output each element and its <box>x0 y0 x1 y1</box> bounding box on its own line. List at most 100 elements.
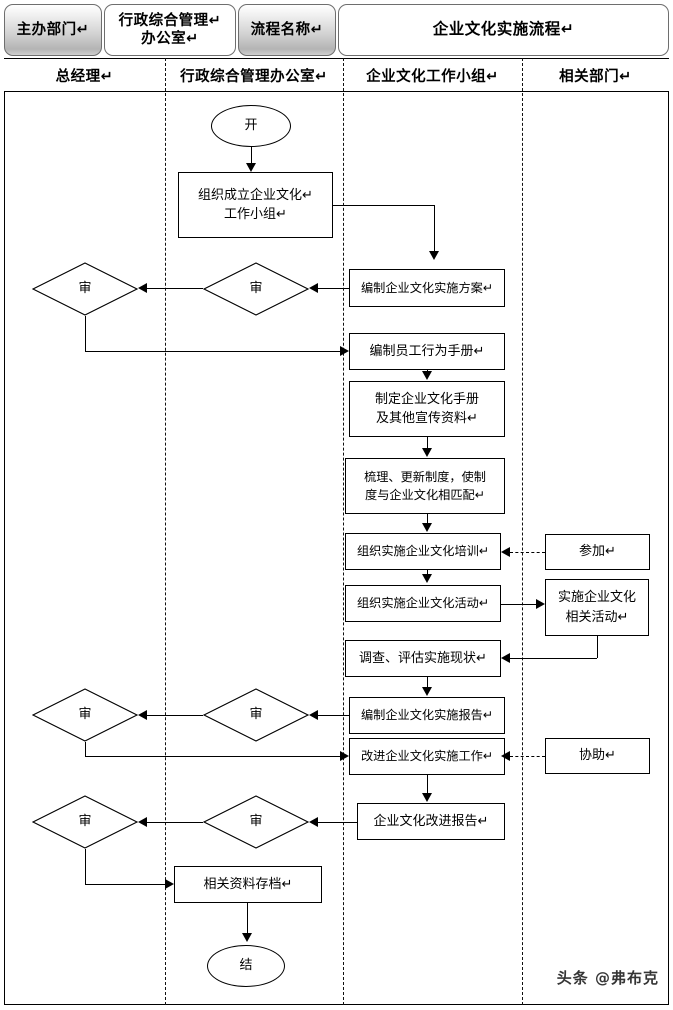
node-improvement-report[interactable]: 企业文化改进报告↵ <box>357 803 505 840</box>
connector-setup-to-plan-h <box>333 205 434 206</box>
arrowhead-left <box>309 283 318 293</box>
connector-office3-to-gm3 <box>147 822 203 823</box>
watermark: 头条 @弗布克 <box>557 967 659 988</box>
diamond-shape-icon <box>203 795 309 849</box>
tab-sponsor-department[interactable]: 主办部门↵ <box>4 4 102 56</box>
connector-gm3-down <box>85 849 86 884</box>
tab-office-line1: 行政综合管理↵ <box>118 12 222 29</box>
arrowhead-down <box>422 523 432 532</box>
node-draft-implementation-plan[interactable]: 编制企业文化实施方案↵ <box>349 269 505 307</box>
connector-plan-to-review-office-1 <box>318 288 349 289</box>
node-review-gm-3[interactable]: 审 <box>32 795 138 849</box>
connector-gm2-down <box>85 742 86 756</box>
node-survey-evaluate[interactable]: 调查、评估实施现状↵ <box>345 640 501 677</box>
node-setup-culture-team-label: 组织成立企业文化↵ 工作小组↵ <box>198 186 313 225</box>
node-culture-training-label: 组织实施企业文化培训↵ <box>356 544 490 559</box>
node-review-office-3-label: 审 <box>249 814 263 830</box>
node-improve-implementation[interactable]: 改进企业文化实施工作↵ <box>349 738 505 775</box>
swimlane-header-admin-office: 行政综合管理办公室↵ <box>165 59 343 92</box>
node-employee-behavior-manual[interactable]: 编制员工行为手册↵ <box>349 333 505 370</box>
node-culture-manual[interactable]: 制定企业文化手册 及其他宣传资料↵ <box>349 381 505 437</box>
arrowhead-right <box>340 751 349 761</box>
node-review-gm-2[interactable]: 审 <box>32 688 138 742</box>
swimlane-divider-3 <box>522 58 523 1005</box>
diamond-shape-icon <box>203 688 309 742</box>
connector-office2-to-gm2 <box>147 715 203 716</box>
arrowhead-down <box>422 574 432 583</box>
node-related-activities-label: 实施企业文化 相关活动↵ <box>558 588 636 627</box>
connector-gm3-to-archive <box>85 884 165 885</box>
node-implementation-report[interactable]: 编制企业文化实施报告↵ <box>349 697 505 734</box>
node-archive-materials[interactable]: 相关资料存档↵ <box>174 866 322 903</box>
setup-team-line1: 组织成立企业文化↵ <box>198 187 313 203</box>
node-update-systems[interactable]: 梳理、更新制度，使制 度与企业文化相匹配↵ <box>345 458 505 514</box>
node-review-gm-1[interactable]: 审 <box>32 262 138 316</box>
tab-process-name[interactable]: 流程名称↵ <box>238 4 336 56</box>
arrowhead-down <box>422 687 432 696</box>
node-culture-activities-label: 组织实施企业文化活动↵ <box>356 596 490 611</box>
arrowhead-down <box>242 933 252 942</box>
arrowhead-left <box>501 547 510 557</box>
node-culture-manual-label: 制定企业文化手册 及其他宣传资料↵ <box>375 390 479 429</box>
tab-office-value[interactable]: 行政综合管理↵ 办公室↵ <box>104 4 236 56</box>
connector-improve-to-impreport <box>427 775 428 793</box>
swimlane-label-2: 企业文化工作小组↵ <box>366 69 499 85</box>
node-review-office-3[interactable]: 审 <box>203 795 309 849</box>
connector-impreport-to-office3 <box>318 822 357 823</box>
arrowhead-down <box>429 251 439 260</box>
update-systems-line2: 度与企业文化相匹配↵ <box>365 488 485 502</box>
diamond-shape-icon <box>203 262 309 316</box>
connector-related-down <box>597 636 598 658</box>
arrowhead-left <box>138 710 147 720</box>
node-start-label: 开 <box>244 118 258 134</box>
node-setup-culture-team[interactable]: 组织成立企业文化↵ 工作小组↵ <box>178 172 333 238</box>
arrowhead-down <box>422 371 432 380</box>
node-review-gm-2-label: 审 <box>78 707 92 723</box>
tab-office-value-label: 行政综合管理↵ 办公室↵ <box>119 12 222 48</box>
arrowhead-down <box>422 793 432 802</box>
process-title-text: 企业文化实施流程↵ <box>432 20 575 39</box>
connector-activities-to-related <box>501 604 536 605</box>
node-review-office-1-label: 审 <box>249 281 263 297</box>
node-archive-materials-label: 相关资料存档↵ <box>203 876 293 892</box>
connector-manual-to-update <box>427 437 428 448</box>
connector-start-to-setup <box>251 147 252 163</box>
node-improve-implementation-label: 改进企业文化实施工作↵ <box>360 749 494 764</box>
arrowhead-left <box>309 710 318 720</box>
connector-gm2-to-improve <box>85 756 340 757</box>
node-culture-activities[interactable]: 组织实施企业文化活动↵ <box>345 585 501 622</box>
node-participate[interactable]: 参加↵ <box>545 534 650 570</box>
swimlane-divider-2 <box>343 58 344 1005</box>
setup-team-line2: 工作小组↵ <box>224 207 287 222</box>
node-review-office-1[interactable]: 审 <box>203 262 309 316</box>
node-start[interactable]: 开 <box>211 105 291 147</box>
node-review-office-2[interactable]: 审 <box>203 688 309 742</box>
node-culture-training[interactable]: 组织实施企业文化培训↵ <box>345 533 501 570</box>
arrowhead-left <box>309 817 318 827</box>
tab-process-title[interactable]: 企业文化实施流程↵ <box>338 4 669 56</box>
header-tabs: 主办部门↵ 行政综合管理↵ 办公室↵ 流程名称↵ 企业文化实施流程↵ <box>4 4 669 58</box>
node-review-office-2-label: 审 <box>249 707 263 723</box>
node-improvement-report-label: 企业文化改进报告↵ <box>373 813 489 829</box>
arrowhead-left <box>138 817 147 827</box>
swimlane-header-general-manager: 总经理↵ <box>4 59 165 92</box>
arrowhead-left <box>501 653 510 663</box>
tab-office-line2: 办公室↵ <box>141 31 199 47</box>
swimlane-header-culture-team: 企业文化工作小组↵ <box>343 59 522 92</box>
node-end[interactable]: 结 <box>207 945 285 987</box>
swimlane-header-band: 总经理↵ 行政综合管理办公室↵ 企业文化工作小组↵ 相关部门↵ <box>4 58 669 92</box>
arrowhead-right <box>340 346 349 356</box>
tab-process-name-label: 流程名称↵ <box>250 21 324 38</box>
swimlane-label-0: 总经理↵ <box>55 69 114 85</box>
swimlane-divider-1 <box>165 58 166 1005</box>
connector-archive-to-end <box>247 903 248 933</box>
node-assist-label: 协助↵ <box>579 748 616 764</box>
arrowhead-left <box>138 283 147 293</box>
node-related-activities[interactable]: 实施企业文化 相关活动↵ <box>545 579 649 636</box>
arrowhead-right <box>536 599 545 609</box>
node-implementation-report-label: 编制企业文化实施报告↵ <box>360 708 494 723</box>
node-update-systems-label: 梳理、更新制度，使制 度与企业文化相匹配↵ <box>364 468 486 505</box>
node-assist[interactable]: 协助↵ <box>545 738 650 774</box>
connector-office1-to-gm1 <box>147 288 203 289</box>
